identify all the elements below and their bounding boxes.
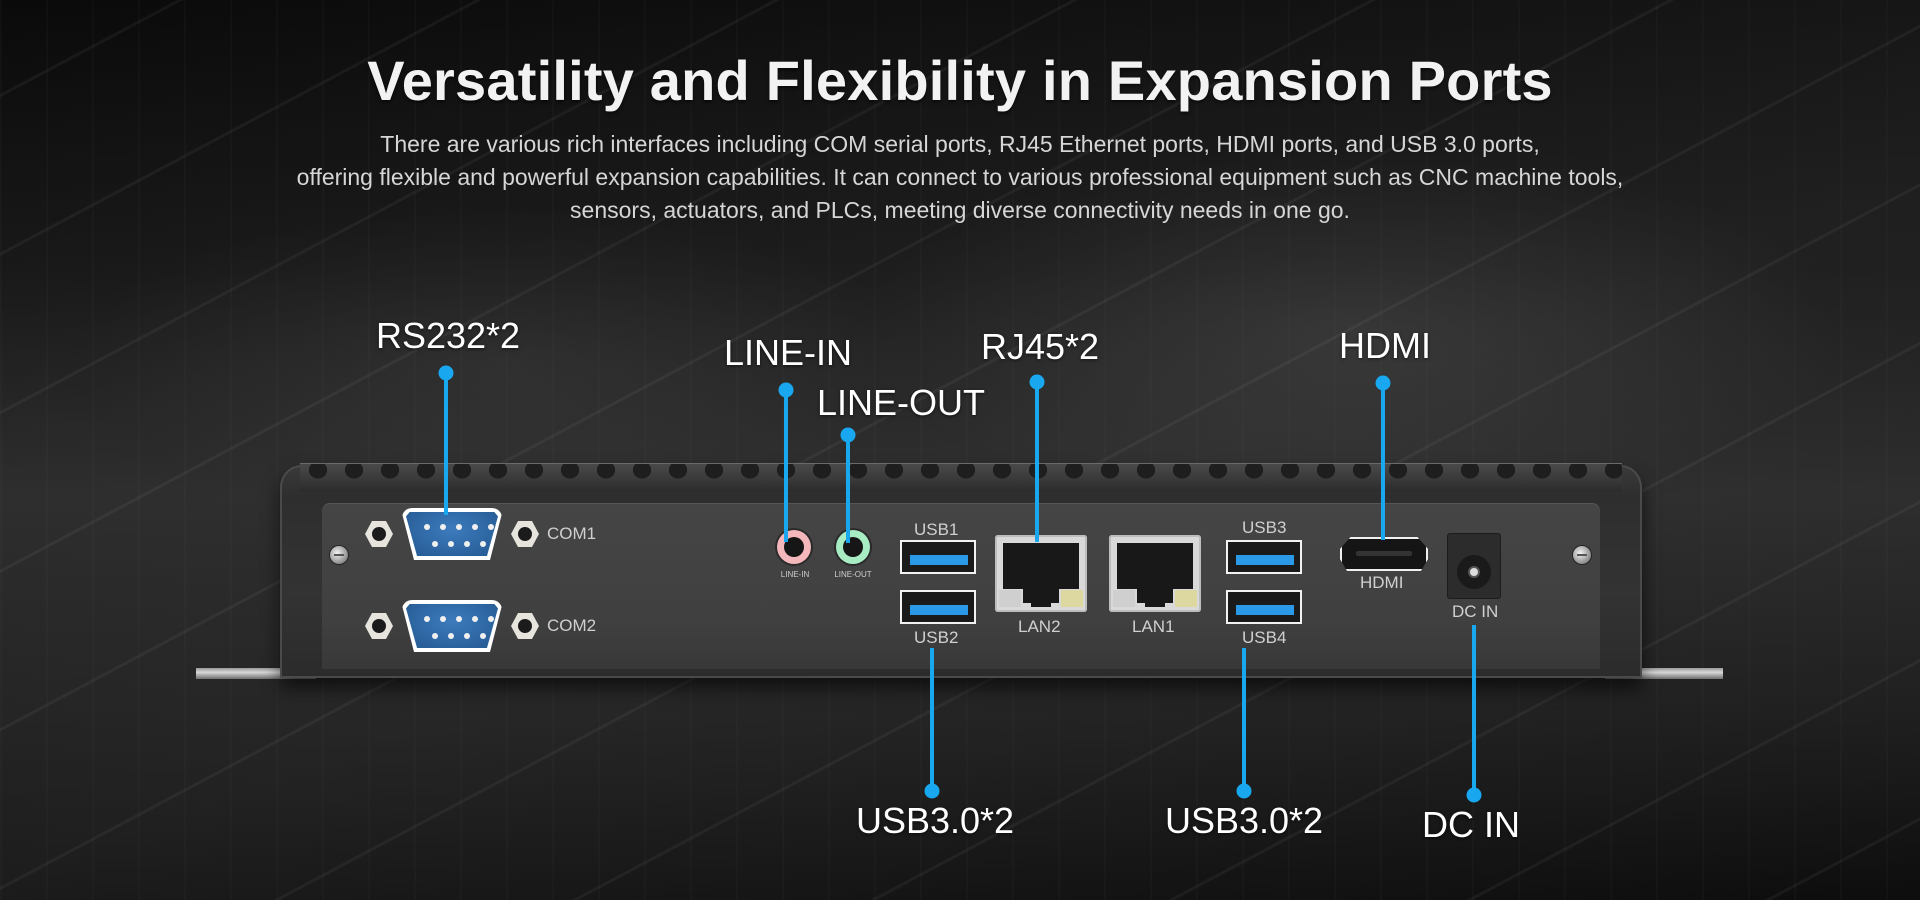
page-title: Versatility and Flexibility in Expansion… bbox=[367, 49, 1553, 112]
callout-usb-right: USB3.0*2 bbox=[1164, 800, 1324, 841]
line-out-jack bbox=[836, 530, 870, 564]
line-out-panel-label: LINE-OUT bbox=[834, 570, 872, 579]
com1-label: COM1 bbox=[547, 524, 597, 543]
mounting-flange-left bbox=[196, 668, 316, 679]
dc-in-panel-label: DC IN bbox=[1452, 602, 1499, 621]
callout-dot-line-in bbox=[778, 382, 794, 398]
callout-dot-rs232 bbox=[438, 365, 454, 381]
lan1-rj45-port bbox=[1109, 535, 1201, 612]
mounting-flange-right bbox=[1605, 668, 1723, 679]
usb1-port bbox=[900, 540, 976, 574]
com2-db9-port bbox=[402, 600, 502, 652]
io-panel bbox=[322, 503, 1600, 669]
dc-in-jack bbox=[1447, 533, 1501, 599]
usb1-label: USB1 bbox=[914, 520, 959, 539]
callout-line-usb-left bbox=[930, 648, 934, 791]
usb2-port bbox=[900, 590, 976, 624]
hdmi-port bbox=[1340, 537, 1428, 571]
callout-line-dc-in bbox=[1472, 625, 1476, 795]
callout-line-in: LINE-IN bbox=[723, 332, 853, 373]
callout-dot-hdmi bbox=[1375, 375, 1391, 391]
callout-rs232: RS232*2 bbox=[375, 315, 521, 356]
callout-line-line-in bbox=[784, 390, 788, 542]
callout-line-hdmi bbox=[1381, 383, 1385, 540]
lan1-label: LAN1 bbox=[1132, 617, 1175, 636]
callout-usb-left: USB3.0*2 bbox=[855, 800, 1015, 841]
subtitle-line-1: There are various rich interfaces includ… bbox=[380, 131, 1540, 157]
callout-dot-line-out bbox=[840, 427, 856, 443]
usb4-label: USB4 bbox=[1242, 628, 1287, 647]
page-subtitle: There are various rich interfaces includ… bbox=[0, 128, 1920, 227]
callout-line-line-out bbox=[846, 435, 850, 543]
callout-line-rj45 bbox=[1035, 382, 1039, 542]
screw-icon-left bbox=[330, 546, 348, 564]
usb2-label: USB2 bbox=[914, 628, 959, 647]
lan2-label: LAN2 bbox=[1018, 617, 1061, 636]
callout-line-usb-right bbox=[1242, 648, 1246, 791]
callout-line-rs232 bbox=[444, 373, 448, 515]
callout-dc-in: DC IN bbox=[1422, 804, 1520, 845]
callout-line-out: LINE-OUT bbox=[816, 382, 986, 423]
hex-standoff-icon bbox=[511, 521, 539, 547]
subtitle-line-2: offering flexible and powerful expansion… bbox=[296, 164, 1624, 190]
callout-hdmi: HDMI bbox=[1339, 325, 1431, 366]
callout-dot-usb-left bbox=[924, 783, 940, 799]
hdmi-panel-label: HDMI bbox=[1360, 573, 1404, 592]
lan2-rj45-port bbox=[995, 535, 1087, 612]
subtitle-line-3: sensors, actuators, and PLCs, meeting di… bbox=[570, 197, 1350, 223]
usb3-port bbox=[1226, 540, 1302, 574]
screw-icon-right bbox=[1573, 546, 1591, 564]
heatsink-fins bbox=[300, 463, 1622, 492]
hex-standoff-icon bbox=[511, 613, 539, 639]
usb3-label: USB3 bbox=[1242, 518, 1287, 537]
callout-dot-rj45 bbox=[1029, 374, 1045, 390]
line-in-panel-label: LINE-IN bbox=[780, 570, 810, 579]
callout-rj45: RJ45*2 bbox=[980, 326, 1100, 367]
com1-db9-port bbox=[402, 508, 502, 560]
callout-dot-dc-in bbox=[1466, 787, 1482, 803]
line-in-jack bbox=[777, 530, 811, 564]
usb4-port bbox=[1226, 590, 1302, 624]
callout-dot-usb-right bbox=[1236, 783, 1252, 799]
com2-label: COM2 bbox=[547, 616, 597, 635]
